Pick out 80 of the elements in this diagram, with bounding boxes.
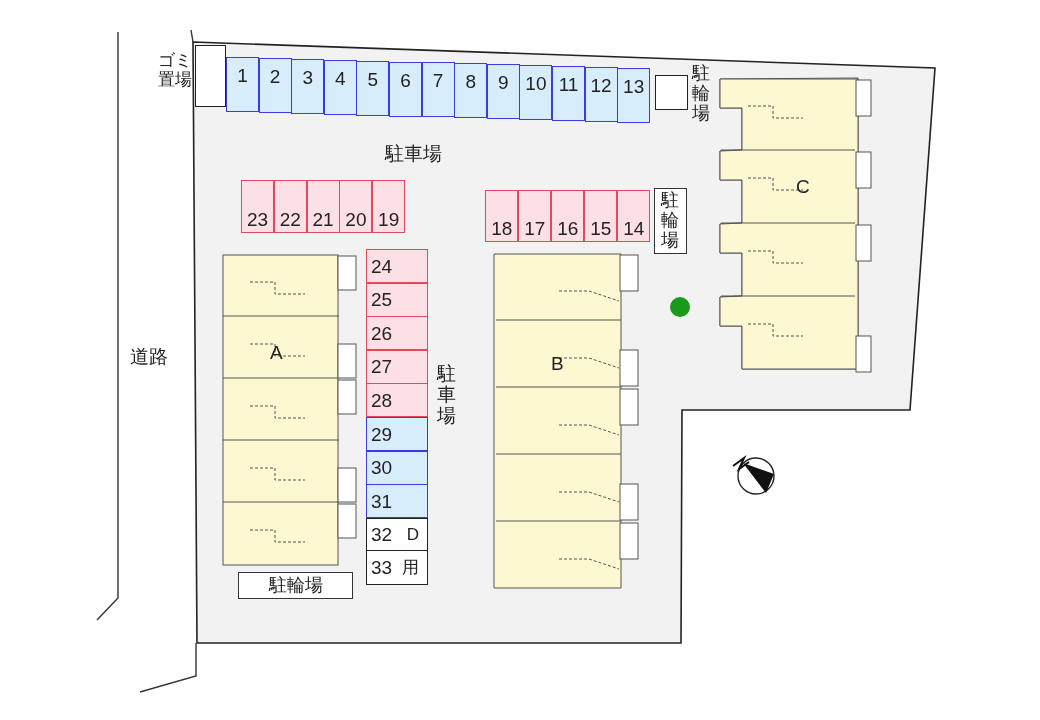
space-number: 11 [558, 75, 579, 94]
parking-space [584, 190, 618, 242]
area-label: 駐輪場 [660, 191, 681, 251]
parking-space [366, 450, 428, 485]
parking-space [258, 57, 292, 113]
area-label: 駐輪場 [692, 64, 711, 124]
space-number: 16 [557, 219, 579, 238]
parking-space [366, 383, 428, 418]
parking-space [551, 190, 585, 242]
parking-space [356, 60, 390, 116]
space-number: 14 [623, 219, 645, 238]
area-label: 駐輪場 [268, 575, 323, 596]
space-number: 18 [491, 219, 513, 238]
space-number: 7 [432, 71, 444, 91]
space-number: 25 [371, 290, 393, 310]
space-number: 3 [302, 67, 313, 87]
space-number: 23 [246, 210, 269, 229]
space-number: 9 [498, 73, 509, 93]
parking-space [389, 61, 422, 117]
parking-space [617, 190, 651, 242]
reserved-mark: D [406, 526, 419, 543]
parking-space [366, 484, 428, 519]
parking-space [366, 550, 428, 585]
area-label: ゴミ置場 [157, 52, 192, 90]
parking-space [485, 190, 519, 242]
parking-space [339, 180, 373, 233]
building-label: A [270, 342, 283, 364]
space-number: 2 [269, 66, 281, 86]
space-number: 26 [371, 323, 393, 343]
parking-space [366, 316, 428, 351]
parking-space [372, 180, 406, 233]
parking-space [454, 63, 488, 119]
space-number: 32 [371, 525, 393, 544]
parking-space [241, 180, 274, 233]
parking-space [366, 417, 428, 451]
space-number: 27 [371, 357, 393, 377]
parking-space [226, 57, 259, 112]
parking-space [291, 58, 325, 114]
parking-space [518, 190, 552, 242]
space-number: 4 [335, 68, 346, 88]
space-number: 13 [623, 76, 645, 96]
space-number: 21 [312, 210, 334, 229]
building-label: C [796, 176, 810, 198]
space-number: 20 [345, 210, 367, 229]
bicycle-parking-box [654, 188, 687, 254]
building-label: B [551, 353, 564, 375]
parking-space [519, 65, 553, 121]
parking-space [366, 249, 428, 283]
parking-space [323, 59, 357, 115]
space-number: 28 [371, 390, 393, 410]
reserved-mark: 用 [402, 559, 419, 576]
parking-space [306, 180, 340, 233]
space-number: 19 [378, 210, 400, 229]
area-label: 道路 [130, 345, 168, 369]
space-number: 22 [279, 210, 301, 229]
space-number: 10 [525, 74, 547, 94]
space-number: 24 [371, 256, 393, 276]
parking-space [273, 180, 307, 233]
bicycle-parking-box [238, 572, 353, 599]
parking-space [421, 62, 455, 118]
area-label: 駐車場 [385, 142, 442, 166]
space-number: 17 [524, 219, 546, 238]
space-number: 29 [371, 424, 393, 444]
parking-space [366, 349, 428, 384]
space-number: 8 [465, 72, 476, 92]
area-label: 駐車場 [437, 364, 457, 427]
parking-space [617, 67, 651, 123]
parking-space [584, 66, 618, 122]
space-number: 31 [371, 491, 393, 511]
space-number: 15 [590, 219, 612, 238]
parking-space [552, 66, 585, 121]
parking-space [366, 518, 428, 551]
space-number: 6 [400, 70, 411, 90]
parking-space [486, 64, 520, 120]
parking-space [366, 282, 428, 317]
space-number: 12 [590, 75, 612, 95]
space-number: 1 [237, 66, 248, 85]
space-number: 33 [371, 558, 393, 577]
space-number: 5 [367, 69, 379, 89]
space-number: 30 [371, 458, 393, 478]
